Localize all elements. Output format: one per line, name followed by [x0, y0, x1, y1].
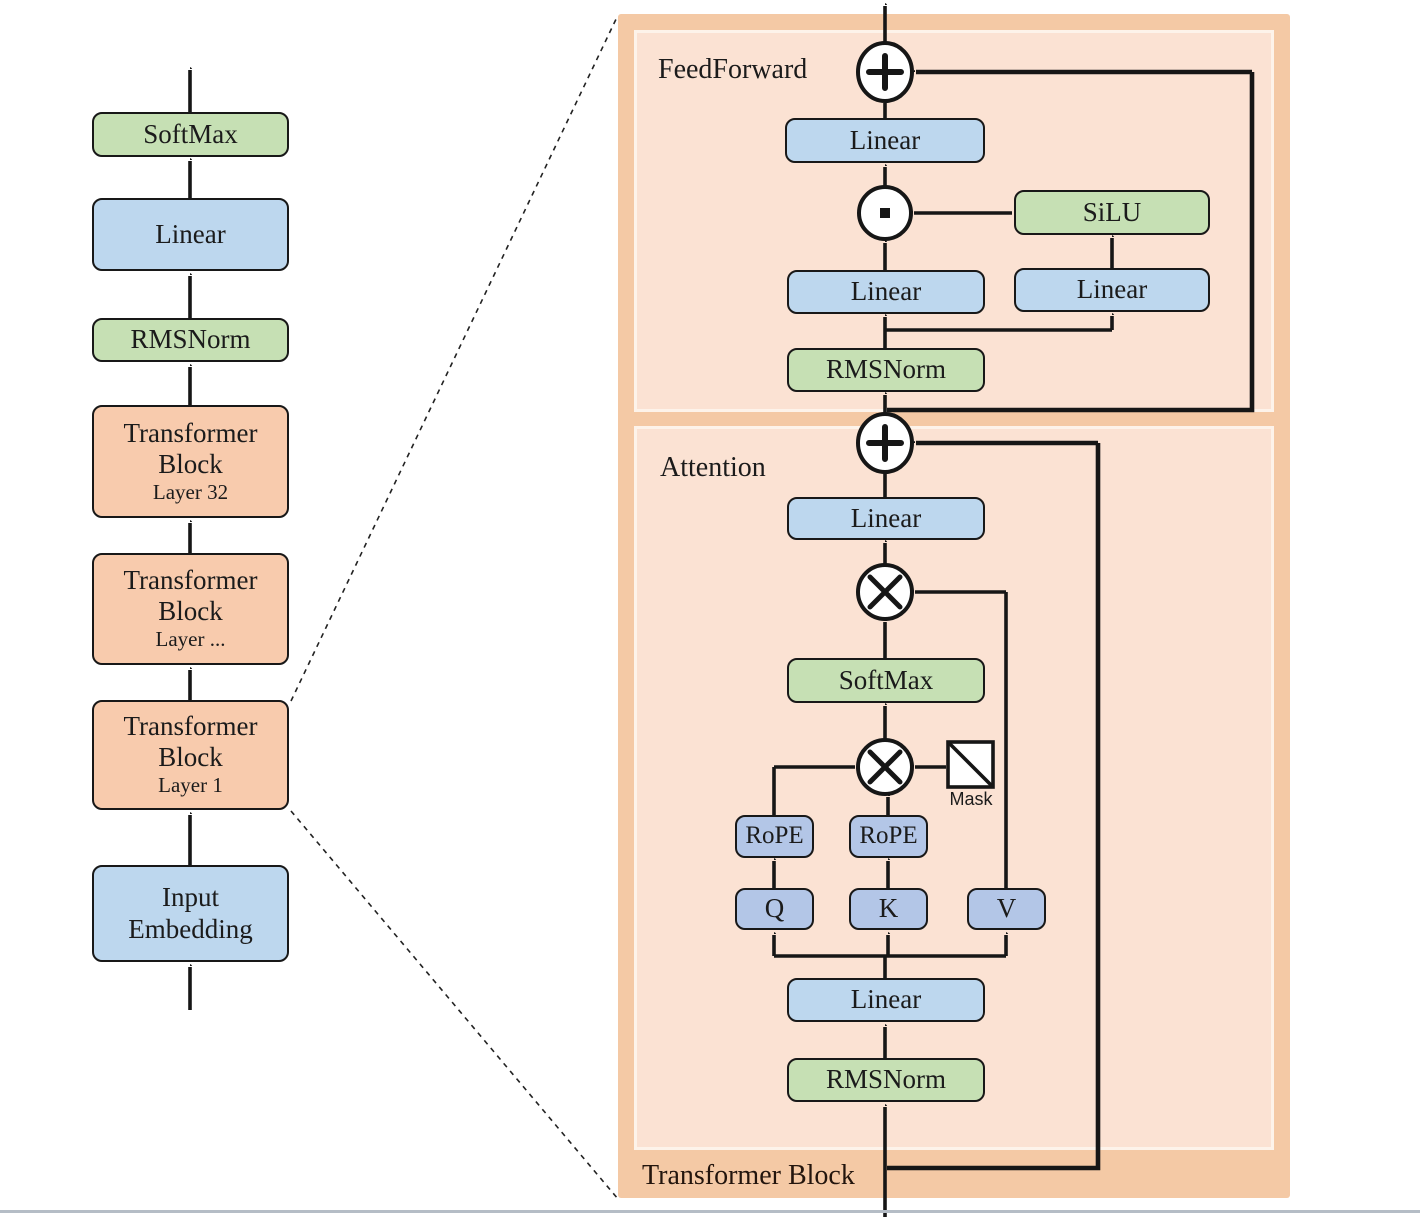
- ff-silu-text: SiLU: [1082, 196, 1142, 227]
- query-box: Q: [735, 888, 814, 930]
- tbmid-layer: Layer ...: [155, 627, 226, 652]
- left-linear-text: Linear: [155, 218, 226, 249]
- attention-label: Attention: [660, 452, 766, 483]
- ff-up-linear-box: Linear: [1014, 268, 1210, 312]
- zoom-dashed-lines: [290, 14, 619, 1200]
- ff-silu-box: SiLU: [1014, 190, 1210, 235]
- attention-rmsnorm-text: RMSNorm: [825, 1064, 947, 1095]
- feedforward-label: FeedForward: [658, 54, 808, 85]
- key-box: K: [849, 888, 928, 930]
- key-text: K: [878, 893, 899, 924]
- left-rmsnorm-text: RMSNorm: [130, 324, 251, 355]
- tb32-layer: Layer 32: [152, 479, 229, 504]
- value-text: V: [996, 893, 1017, 924]
- bottom-divider: [0, 1210, 1420, 1213]
- input-embedding-box: Input Embedding: [92, 865, 289, 962]
- tbmid-line1: Transformer: [123, 565, 258, 596]
- tb32-line1: Transformer: [123, 417, 258, 448]
- ff-rmsnorm-box: RMSNorm: [787, 348, 985, 392]
- ff-output-linear-box: Linear: [785, 118, 985, 163]
- rope-k-box: RoPE: [849, 815, 928, 858]
- qkv-linear-box: Linear: [787, 978, 985, 1022]
- attention-softmax-box: SoftMax: [787, 658, 985, 703]
- tbmid-line2: Block: [158, 596, 223, 627]
- embed-line2: Embedding: [128, 913, 253, 944]
- left-softmax-box: SoftMax: [92, 112, 289, 157]
- rope-q-box: RoPE: [735, 815, 814, 858]
- left-rmsnorm-box: RMSNorm: [92, 318, 289, 362]
- left-linear-box: Linear: [92, 198, 289, 271]
- ff-gate-linear-text: Linear: [850, 276, 922, 307]
- ff-up-linear-text: Linear: [1076, 274, 1148, 305]
- value-box: V: [967, 888, 1046, 930]
- rope-k-text: RoPE: [859, 822, 918, 850]
- ff-gate-linear-box: Linear: [787, 270, 985, 314]
- left-softmax-text: SoftMax: [143, 118, 238, 149]
- mask-caption-text: Mask: [949, 789, 993, 809]
- attention-output-linear-text: Linear: [850, 502, 922, 533]
- mask-zero-text: 0: [952, 763, 960, 778]
- embed-line1: Input: [162, 882, 219, 913]
- attention-output-linear-box: Linear: [787, 497, 985, 540]
- transformer-block-mid-box: Transformer Block Layer ...: [92, 553, 289, 665]
- panel-title: Transformer Block: [642, 1160, 855, 1191]
- rope-q-text: RoPE: [745, 822, 804, 850]
- ff-output-linear-text: Linear: [849, 124, 921, 155]
- transformer-block-1-box: Transformer Block Layer 1: [92, 700, 289, 810]
- attention-softmax-text: SoftMax: [838, 664, 934, 695]
- tb32-line2: Block: [158, 448, 223, 479]
- attention-rmsnorm-box: RMSNorm: [787, 1058, 985, 1102]
- tb1-line2: Block: [158, 742, 223, 773]
- tb1-layer: Layer 1: [158, 773, 223, 798]
- query-text: Q: [764, 893, 785, 924]
- transformer-block-32-box: Transformer Block Layer 32: [92, 405, 289, 518]
- tb1-line1: Transformer: [123, 711, 258, 742]
- qkv-linear-text: Linear: [850, 984, 922, 1015]
- ff-rmsnorm-text: RMSNorm: [825, 354, 947, 385]
- mask-neg-inf-text: -INF: [959, 745, 981, 757]
